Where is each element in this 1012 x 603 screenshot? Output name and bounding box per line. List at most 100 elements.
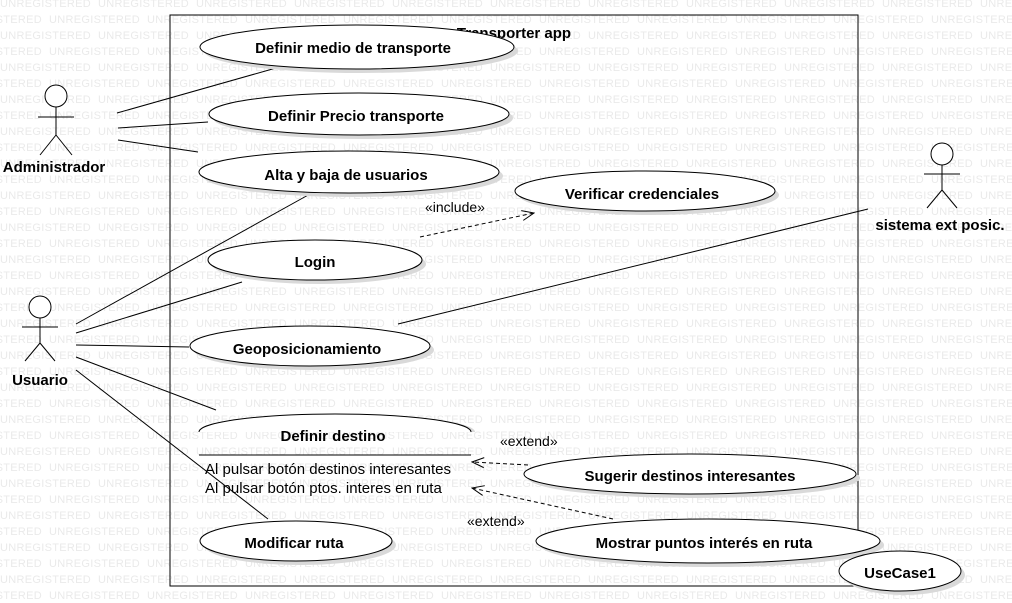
watermark-text: UNREGISTERED: [0, 126, 91, 138]
watermark-text: UNREGISTERED: [980, 510, 1012, 522]
watermark-text: UNREGISTERED: [49, 430, 140, 442]
watermark-text: UNREGISTERED: [539, 110, 630, 122]
watermark-text: UNREGISTERED: [441, 14, 532, 26]
watermark-text: UNREGISTERED: [0, 574, 91, 586]
watermark-text: UNREGISTERED: [833, 78, 924, 90]
watermark-text: UNREGISTERED: [98, 318, 189, 330]
watermark-text: UNREGISTERED: [49, 526, 140, 538]
actor-label-sistema: sistema ext posic.: [875, 217, 1004, 234]
watermark-text: UNREGISTERED: [882, 318, 973, 330]
use-case-definir-precio[interactable]: Definir Precio transporte: [208, 92, 513, 139]
use-case-sugerir[interactable]: Sugerir destinos interesantes: [523, 453, 860, 498]
watermark-text: UNREGISTERED: [490, 158, 581, 170]
watermark-text: UNREGISTERED: [245, 462, 336, 474]
watermark-text: UNREGISTERED: [539, 78, 630, 90]
watermark-text: UNREGISTERED: [784, 62, 875, 74]
assoc-usuario-definir-destino[interactable]: [75, 356, 217, 411]
watermark-text: UNREGISTERED: [0, 142, 42, 154]
actor-head: [28, 295, 52, 319]
watermark-text: UNREGISTERED: [392, 222, 483, 234]
watermark-text: UNREGISTERED: [637, 334, 728, 346]
use-case-alta-baja[interactable]: Alta y baja de usuarios: [198, 150, 503, 197]
watermark-text: UNREGISTERED: [882, 0, 973, 10]
watermark-text: UNREGISTERED: [441, 526, 532, 538]
watermark-text: UNREGISTERED: [882, 190, 973, 202]
watermark-text: UNREGISTERED: [392, 542, 483, 554]
use-case-label: Verificar credenciales: [565, 186, 719, 203]
watermark-text: UNREGISTERED: [980, 94, 1012, 106]
watermark-text: UNREGISTERED: [833, 270, 924, 282]
watermark-text: UNREGISTERED: [784, 222, 875, 234]
watermark-text: UNREGISTERED: [686, 30, 777, 42]
assoc-usuario-geoposicionamiento[interactable]: [75, 344, 190, 348]
watermark-text: UNREGISTERED: [490, 126, 581, 138]
watermark-text: UNREGISTERED: [441, 206, 532, 218]
watermark-text: UNREGISTERED: [539, 46, 630, 58]
watermark-text: UNREGISTERED: [833, 110, 924, 122]
watermark-text: UNREGISTERED: [882, 446, 973, 458]
watermark-text: UNREGISTERED: [490, 94, 581, 106]
watermark-text: UNREGISTERED: [490, 350, 581, 362]
include-login-verificar[interactable]: [419, 213, 534, 238]
watermark-text: UNREGISTERED: [882, 254, 973, 266]
watermark-text: UNREGISTERED: [980, 62, 1012, 74]
use-case-login[interactable]: Login: [207, 239, 426, 284]
use-case-usecase1[interactable]: UseCase1: [838, 550, 965, 595]
actor-sistema[interactable]: [924, 142, 960, 209]
watermark-text: UNREGISTERED: [0, 238, 42, 250]
use-case-mostrar[interactable]: Mostrar puntos interés en ruta: [535, 518, 884, 567]
assoc-sistema-geoposicionamiento[interactable]: [397, 208, 869, 325]
watermark-text: UNREGISTERED: [490, 510, 581, 522]
watermark-text: UNREGISTERED: [735, 110, 826, 122]
watermark-text: UNREGISTERED: [735, 398, 826, 410]
watermark-text: UNREGISTERED: [833, 462, 924, 474]
watermark-text: UNREGISTERED: [490, 382, 581, 394]
watermark-text: UNREGISTERED: [0, 478, 91, 490]
watermark-text: UNREGISTERED: [0, 62, 91, 74]
use-case-modificar[interactable]: Modificar ruta: [199, 520, 396, 565]
actor-label-usuario: Usuario: [12, 372, 68, 389]
use-case-definir-destino[interactable]: Definir destino Al pulsar botón destinos…: [198, 413, 475, 497]
watermark-text: UNREGISTERED: [686, 94, 777, 106]
watermark-text: UNREGISTERED: [294, 510, 385, 522]
watermark-text: UNREGISTERED: [588, 350, 679, 362]
watermark-text: UNREGISTERED: [0, 46, 42, 58]
watermark-text: UNREGISTERED: [784, 318, 875, 330]
extend-sugerir-destino[interactable]: [472, 462, 529, 465]
assoc-admin-alta-baja[interactable]: [117, 139, 199, 153]
system-boundary[interactable]: [169, 14, 859, 587]
watermark-text: UNREGISTERED: [294, 382, 385, 394]
assoc-admin-definir-medio[interactable]: [116, 67, 277, 114]
watermark-text: UNREGISTERED: [637, 590, 728, 602]
watermark-text: UNREGISTERED: [784, 350, 875, 362]
watermark-text: UNREGISTERED: [539, 334, 630, 346]
watermark-text: UNREGISTERED: [49, 462, 140, 474]
actor-administrador[interactable]: [38, 84, 74, 156]
watermark-text: UNREGISTERED: [49, 334, 140, 346]
assoc-usuario-modificar-ruta[interactable]: [75, 369, 269, 520]
watermark-text: UNREGISTERED: [392, 574, 483, 586]
assoc-usuario-alta-baja[interactable]: [75, 193, 311, 325]
watermark-text: UNREGISTERED: [147, 398, 238, 410]
use-case-geoposicionamiento[interactable]: Geoposicionamiento: [189, 325, 434, 370]
watermark-text: UNREGISTERED: [882, 158, 973, 170]
use-case-definir-medio[interactable]: Definir medio de transporte: [199, 24, 518, 73]
watermark-text: UNREGISTERED: [343, 430, 434, 442]
watermark-text: UNREGISTERED: [0, 382, 91, 394]
watermark-text: UNREGISTERED: [686, 254, 777, 266]
watermark-text: UNREGISTERED: [49, 366, 140, 378]
watermark-text: UNREGISTERED: [490, 0, 581, 10]
actor-usuario[interactable]: [22, 295, 58, 362]
watermark-text: UNREGISTERED: [735, 206, 826, 218]
watermark-text: UNREGISTERED: [343, 302, 434, 314]
assoc-admin-definir-precio[interactable]: [117, 121, 209, 129]
assoc-usuario-login[interactable]: [75, 281, 243, 334]
watermark-text: UNREGISTERED: [980, 222, 1012, 234]
watermark-text: UNREGISTERED: [784, 510, 875, 522]
watermark-text: UNREGISTERED: [441, 590, 532, 602]
use-case-verificar[interactable]: Verificar credenciales: [514, 170, 779, 215]
watermark-text: UNREGISTERED: [343, 558, 434, 570]
extend-mostrar-destino[interactable]: [472, 488, 614, 520]
watermark-text: UNREGISTERED: [343, 398, 434, 410]
